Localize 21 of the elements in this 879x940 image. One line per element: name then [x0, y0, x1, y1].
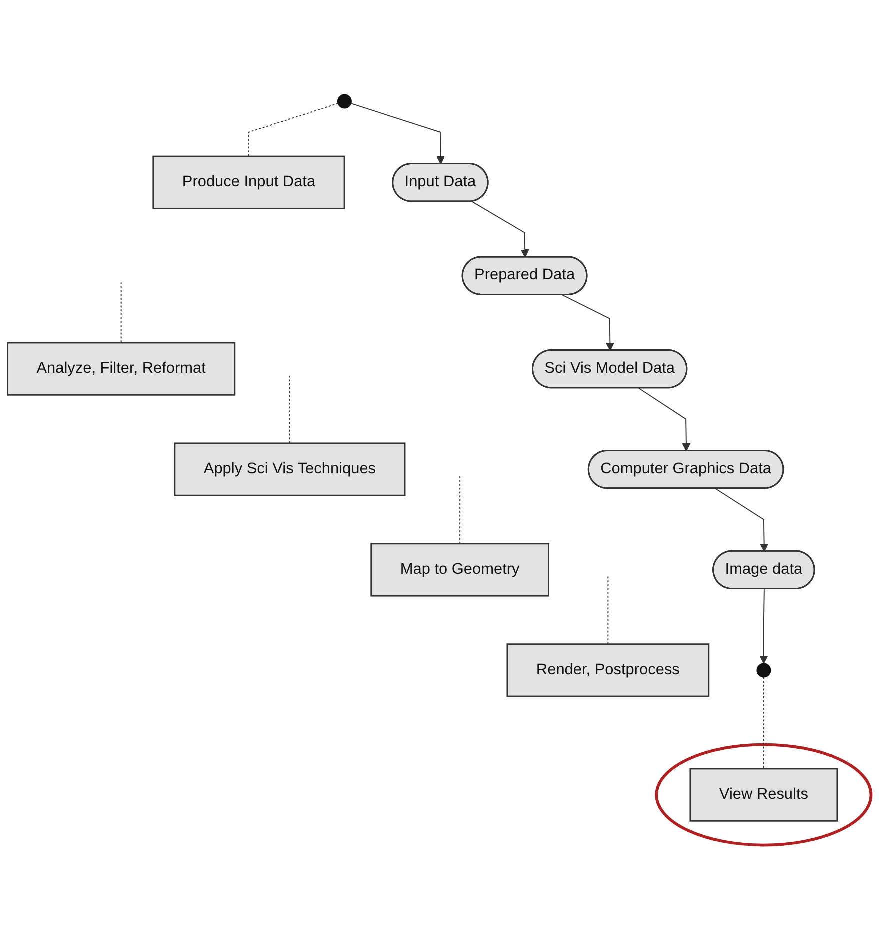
node-box: Apply Sci Vis Techniques: [174, 442, 406, 496]
arrow: [472, 201, 530, 258]
node-box: Map to Geometry: [370, 543, 550, 597]
arrow: [638, 388, 691, 452]
connector: [120, 282, 122, 344]
arrow: [562, 294, 614, 352]
arrow: [760, 588, 768, 664]
node-box: View Results: [690, 768, 838, 822]
connector: [608, 576, 609, 645]
connector: [763, 676, 764, 770]
node-circle: [337, 94, 352, 109]
node-circle: [756, 663, 772, 678]
arrow: [350, 103, 446, 165]
cluster: [655, 743, 873, 847]
connector: [460, 476, 461, 544]
connector: [248, 103, 339, 158]
node-box: Render, Postprocess: [506, 644, 710, 698]
node-box: Produce Input Data: [152, 156, 346, 210]
node-box: Analyze, Filter, Reformat: [7, 342, 236, 396]
arrow: [715, 488, 769, 552]
connector: [289, 375, 290, 444]
